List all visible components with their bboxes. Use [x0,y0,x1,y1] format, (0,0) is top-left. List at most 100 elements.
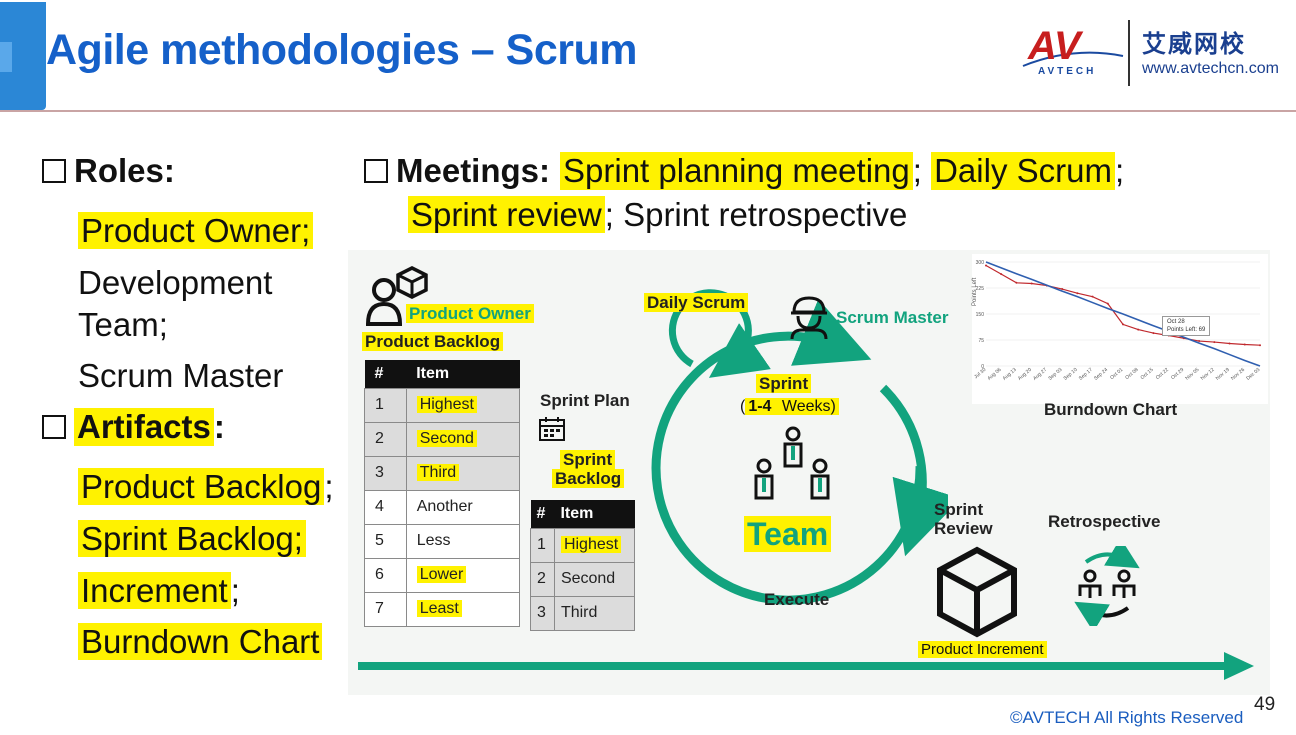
data-point [1061,288,1064,291]
retrospective-cycle-icon [1074,546,1140,626]
scrum-master-label: Scrum Master [836,308,949,327]
x-tick-label: Nov 26 [1230,367,1246,382]
table-header-row: # Item [530,500,635,528]
x-tick-label: Aug 13 [1002,367,1018,382]
x-tick-label: Dec 03 [1245,367,1261,382]
x-tick-label: Sep 24 [1093,367,1109,382]
x-tick-label: Aug 06 [987,367,1003,382]
avtech-logo: AV AVTECH 艾威网校 www.avtechcn.com [1018,14,1279,94]
scrum-master-icon [790,296,828,340]
checkbox-bullet-icon [42,159,66,183]
y-tick-label: 150 [976,312,985,318]
logo-swoosh-icon [1022,51,1124,67]
checkbox-bullet-icon [42,415,66,439]
sprint-backlog-label-2: Backlog [552,469,625,488]
x-tick-label: Jul 30 [973,367,987,380]
x-tick-label: Oct 15 [1140,367,1155,381]
daily-scrum-label: Daily Scrum [644,293,749,312]
checkbox-bullet-icon [364,159,388,183]
y-tick-label: 300 [976,260,985,266]
data-point [1000,273,1003,276]
role-scrum-master: Scrum Master [78,357,284,394]
burndown-chart-caption: Burndown Chart [1044,400,1178,419]
role-development: Development [78,264,273,301]
data-point [1137,328,1140,331]
role-team: Team; [78,306,168,343]
calendar-icon [539,417,565,441]
x-tick-label: Sep 17 [1078,367,1094,382]
meeting-daily-scrum: Daily Scrum [931,152,1115,190]
data-point [1091,295,1094,298]
data-point [1152,332,1155,335]
logo-url: www.avtechcn.com [1142,60,1279,77]
x-tick-label: Nov 12 [1200,367,1216,382]
slide-title: Agile methodologies – Scrum [46,26,638,74]
logo-brand: AVTECH [1038,66,1097,77]
timeline-arrow [358,652,1254,680]
artifacts-heading: Artifacts: [42,408,225,446]
data-point [1198,340,1201,343]
x-tick-label: Aug 20 [1017,367,1033,382]
product-owner-label: Product Owner [406,304,534,323]
artifact-increment: Increment; [78,572,240,610]
artifact-product-backlog: Product Backlog; [78,468,333,506]
sprint-backlog-label-1: Sprint [560,450,616,469]
title-accent-bar [0,2,46,110]
sprint-plan-label: Sprint Plan [540,391,630,410]
x-tick-label: Sep 03 [1047,367,1063,382]
roles-heading: Roles: [42,152,175,190]
x-tick-label: Oct 29 [1170,367,1185,381]
header-divider [0,110,1296,112]
meeting-sprint-review: Sprint review [408,196,605,233]
team-icon [754,426,830,500]
data-point [1213,341,1216,344]
data-point [1243,343,1246,346]
artifact-sprint-backlog: Sprint Backlog; [78,520,306,558]
logo-divider [1128,20,1130,86]
logo-mark: AV [1028,24,1081,68]
y-tick-label: 0 [981,364,984,370]
team-label: Team [744,516,832,552]
x-tick-label: Sep 10 [1063,367,1079,382]
product-backlog-label: Product Backlog [362,332,504,351]
data-point [1259,344,1261,347]
meeting-sprint-planning: Sprint planning meeting [560,152,913,190]
y-tick-label: 75 [978,338,984,344]
data-point [1076,292,1079,295]
product-increment-label: Product Increment [918,641,1047,658]
data-point [1122,323,1124,326]
data-point [1030,282,1033,285]
sprint-review-label-1: Sprint [934,500,984,519]
product-increment-cube-icon [937,546,1017,638]
logo-cn-name: 艾威网校 [1142,30,1246,58]
series-line [985,261,1261,367]
table-header-row: # Item [364,360,520,388]
y-tick-label: 225 [976,286,985,292]
retrospective-label: Retrospective [1048,512,1161,531]
data-point [1015,281,1018,284]
sprint-review-label-2: Review [934,519,993,538]
x-tick-label: Nov 05 [1184,367,1200,382]
data-point [1106,302,1109,305]
page-number: 49 [1254,694,1276,715]
burndown-y-axis-label: Points Left [972,277,978,306]
sprint-label: Sprint [756,374,812,393]
execute-label: Execute [764,590,830,609]
sprint-duration-label: (1-4 Weeks) [740,398,839,416]
x-tick-label: Oct 01 [1109,367,1124,381]
